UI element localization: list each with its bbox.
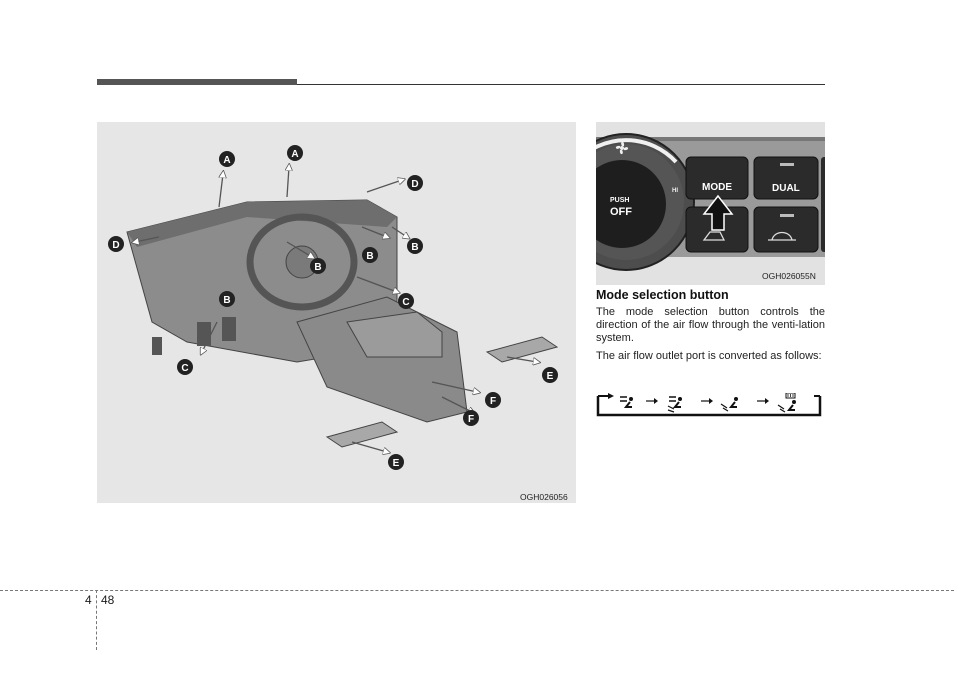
callout-d2: D (108, 236, 124, 252)
figure-code: OGH026055N (762, 271, 816, 281)
section-heading: Mode selection button (596, 288, 729, 302)
callout-a2: A (287, 145, 303, 161)
chapter-number: 4 (85, 593, 92, 607)
face-vent-icon (620, 396, 633, 408)
svg-text:F: F (490, 396, 496, 407)
press-arrow-icon (702, 194, 734, 231)
mode-label: MODE (702, 182, 732, 193)
paragraph: The mode selection button controls the d… (596, 306, 825, 345)
dashboard-airflow-illustration: A A D D B B B B C C E E F F OGH026056 (97, 122, 576, 503)
floor-vent-icon (720, 397, 738, 412)
svg-text:C: C (181, 363, 188, 374)
footer-divider (96, 590, 97, 650)
svg-text:A: A (223, 155, 230, 166)
svg-text:B: B (411, 242, 418, 253)
callout-b4: B (219, 291, 235, 307)
svg-text:B: B (314, 262, 321, 273)
climate-control-panel-illustration: PUSH OFF HI MODE DUAL OGH026055N (596, 122, 825, 285)
callout-b3: B (310, 258, 326, 274)
callout-b1: B (407, 238, 423, 254)
hi-label: HI (672, 188, 678, 194)
recirculation-icon (768, 231, 796, 241)
svg-text:F: F (468, 414, 474, 425)
paragraph: The air flow outlet port is converted as… (596, 350, 822, 362)
page-number: 48 (101, 593, 115, 607)
dual-label: DUAL (772, 183, 800, 194)
push-label: PUSH (610, 197, 629, 204)
svg-text:B: B (366, 251, 373, 262)
callout-d1: D (407, 175, 423, 191)
svg-text:D: D (411, 179, 418, 190)
header-rule-thick (97, 79, 297, 85)
svg-text:A: A (291, 149, 298, 160)
svg-text:C: C (402, 297, 409, 308)
callout-c1: C (398, 293, 414, 309)
callout-e2: E (388, 454, 404, 470)
callout-f1: F (485, 392, 501, 408)
svg-text:E: E (547, 371, 554, 382)
bi-level-icon (667, 396, 682, 413)
callout-a1: A (219, 151, 235, 167)
fan-icon (615, 141, 629, 155)
callout-f2: F (463, 410, 479, 426)
callout-c2: C (177, 359, 193, 375)
callout-e1: E (542, 367, 558, 383)
svg-text:B: B (223, 295, 230, 306)
footer-rule (0, 590, 954, 591)
svg-text:E: E (393, 458, 400, 469)
header-rule (297, 84, 825, 85)
fresh-air-icon (702, 231, 726, 241)
floor-defrost-icon (777, 392, 796, 413)
off-label: OFF (610, 206, 632, 218)
callout-b2: B (362, 247, 378, 263)
figure-code: OGH026056 (520, 492, 568, 502)
mode-sequence-diagram (596, 392, 825, 419)
svg-text:D: D (112, 240, 119, 251)
